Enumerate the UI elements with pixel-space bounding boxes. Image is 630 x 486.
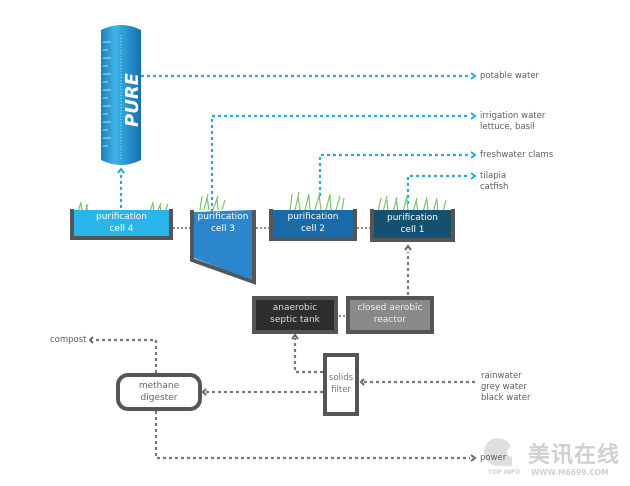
irrigation-line1: irrigation water bbox=[480, 111, 546, 121]
cell-2-line1: purification bbox=[287, 212, 339, 222]
arrow-filter-icon bbox=[359, 378, 365, 386]
pure-brand-text: PURE bbox=[122, 72, 143, 127]
watermark-url: WWW.M6699.COM bbox=[531, 468, 609, 477]
arrow-potable-icon bbox=[470, 72, 477, 80]
cell-3-line1: purification bbox=[197, 212, 249, 222]
cell-3-label: purification cell 3 bbox=[194, 211, 252, 235]
methane-line2: digester bbox=[140, 393, 178, 403]
fish-line1: tilapia bbox=[480, 171, 507, 181]
input-sources: rainwater grey water black water bbox=[481, 371, 530, 404]
input-black-water: black water bbox=[481, 393, 531, 403]
water-flow-lines bbox=[119, 74, 470, 212]
aerobic-line1: closed aerobic bbox=[357, 303, 423, 313]
purification-cell-4 bbox=[70, 209, 173, 240]
fish-line2: catfish bbox=[480, 182, 509, 192]
arrow-compost-icon bbox=[88, 336, 94, 344]
solids-label: solids filter bbox=[327, 372, 355, 396]
arrow-digester-icon bbox=[201, 388, 207, 396]
arrow-septic-icon bbox=[291, 333, 299, 340]
aerobic-label: closed aerobic reactor bbox=[350, 302, 430, 326]
anaerobic-line1: anaerobic bbox=[272, 303, 318, 313]
flow-to-power bbox=[154, 411, 470, 460]
water-arrowheads bbox=[117, 72, 477, 180]
cell-1-line1: purification bbox=[387, 213, 438, 223]
measurement-ticks bbox=[103, 35, 122, 160]
cell-4-line1: purification bbox=[96, 212, 147, 222]
cell-4-label: purification cell 4 bbox=[74, 211, 169, 235]
anaerobic-label: anaerobic septic tank bbox=[256, 302, 334, 326]
grass-plants bbox=[77, 191, 447, 213]
solids-filter bbox=[323, 353, 359, 416]
solids-line1: solids bbox=[328, 373, 354, 383]
input-rainwater: rainwater bbox=[481, 371, 522, 381]
aerobic-line2: reactor bbox=[373, 315, 407, 325]
anaerobic-septic-tank bbox=[252, 296, 338, 334]
watermark-tag: TOP INFO bbox=[488, 469, 521, 476]
waste-flow-lines bbox=[96, 252, 475, 460]
watermark-logo-icon bbox=[484, 438, 517, 466]
solids-line2: filter bbox=[331, 385, 351, 395]
cell-2-line2: cell 2 bbox=[300, 224, 326, 234]
arrow-power-icon bbox=[470, 454, 477, 462]
methane-label: methane digester bbox=[120, 380, 198, 404]
cell-1-label: purification cell 1 bbox=[374, 212, 451, 236]
flow-clams bbox=[318, 153, 470, 196]
output-compost: compost bbox=[50, 335, 87, 345]
purification-cell-3 bbox=[190, 210, 256, 285]
output-power: power bbox=[480, 453, 507, 463]
output-irrigation: irrigation water lettuce, basil bbox=[480, 111, 545, 133]
arrow-fish-icon bbox=[470, 172, 477, 180]
pure-water-column: PURE bbox=[101, 25, 143, 165]
flow-irrigation bbox=[210, 114, 470, 212]
purification-cell-2 bbox=[269, 209, 357, 241]
cell-connectors bbox=[173, 227, 370, 317]
arrow-column-icon bbox=[117, 167, 125, 174]
flow-filter-to-septic bbox=[293, 338, 323, 374]
flow-fish bbox=[406, 174, 470, 204]
watermark-cn-text: 美讯在线 bbox=[528, 443, 621, 468]
output-fish: tilapia catfish bbox=[480, 171, 508, 193]
flow-to-compost bbox=[96, 338, 158, 373]
output-potable-water: potable water bbox=[480, 71, 540, 81]
cell-1-line2: cell 1 bbox=[400, 225, 425, 235]
input-grey-water: grey water bbox=[481, 382, 527, 392]
anaerobic-line2: septic tank bbox=[270, 315, 320, 325]
methane-line1: methane bbox=[138, 381, 180, 391]
output-freshwater-clams: freshwater clams bbox=[480, 150, 554, 160]
cell-4-line2: cell 4 bbox=[109, 224, 134, 234]
arrow-irrigation-icon bbox=[470, 112, 477, 120]
cell-2-label: purification cell 2 bbox=[273, 211, 353, 235]
methane-digester bbox=[116, 373, 202, 411]
closed-aerobic-reactor bbox=[346, 296, 434, 334]
arrow-clams-icon bbox=[470, 151, 477, 159]
waste-arrowheads bbox=[88, 244, 477, 462]
irrigation-line2: lettuce, basil bbox=[480, 122, 535, 132]
arrow-cell1-icon bbox=[404, 244, 412, 251]
purification-cell-1 bbox=[370, 209, 455, 242]
cell-3-line2: cell 3 bbox=[210, 224, 236, 234]
